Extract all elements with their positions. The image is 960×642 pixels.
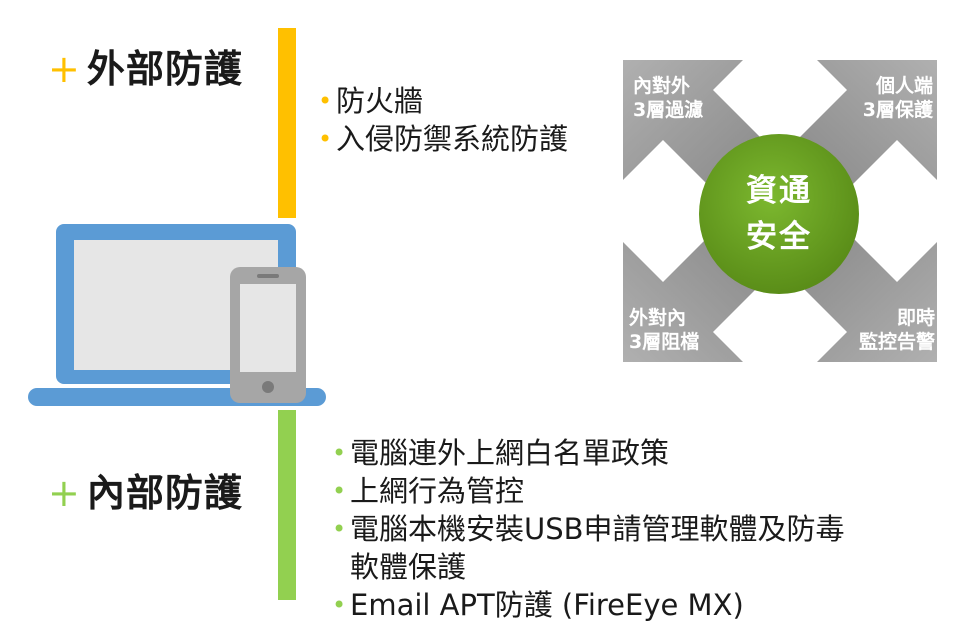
list-item: •防火牆 bbox=[318, 84, 424, 118]
external-list: •防火牆 •入侵防禦系統防護 bbox=[316, 82, 568, 158]
list-item: •上網行為管控 bbox=[332, 474, 525, 508]
plus-icon: + bbox=[48, 47, 81, 91]
internal-list: •電腦連外上網白名單政策 •上網行為管控 •電腦本機安裝USB申請管理軟體及防毒… bbox=[330, 434, 845, 624]
yellow-divider bbox=[278, 28, 296, 218]
internal-title: 內部防護 bbox=[86, 471, 243, 515]
plus-icon: + bbox=[48, 471, 81, 515]
list-item-continuation: 軟體保護 bbox=[350, 550, 467, 584]
label-bottom-right: 即時監控告警 bbox=[858, 307, 935, 353]
smartphone-icon bbox=[230, 267, 306, 403]
center-label: 資通安全 bbox=[746, 173, 812, 255]
green-divider bbox=[278, 410, 296, 600]
internal-heading: +內部防護 bbox=[48, 462, 243, 517]
list-item: •入侵防禦系統防護 bbox=[318, 122, 569, 156]
list-item: •Email APT防護 (FireEye MX) bbox=[332, 588, 744, 622]
external-heading: +外部防護 bbox=[48, 38, 243, 93]
list-item: •電腦本機安裝USB申請管理軟體及防毒 bbox=[332, 512, 845, 546]
list-item: •電腦連外上網白名單政策 bbox=[332, 436, 670, 470]
external-title: 外部防護 bbox=[86, 47, 243, 91]
center-circle bbox=[699, 134, 859, 294]
arrows-graphic bbox=[623, 60, 937, 362]
